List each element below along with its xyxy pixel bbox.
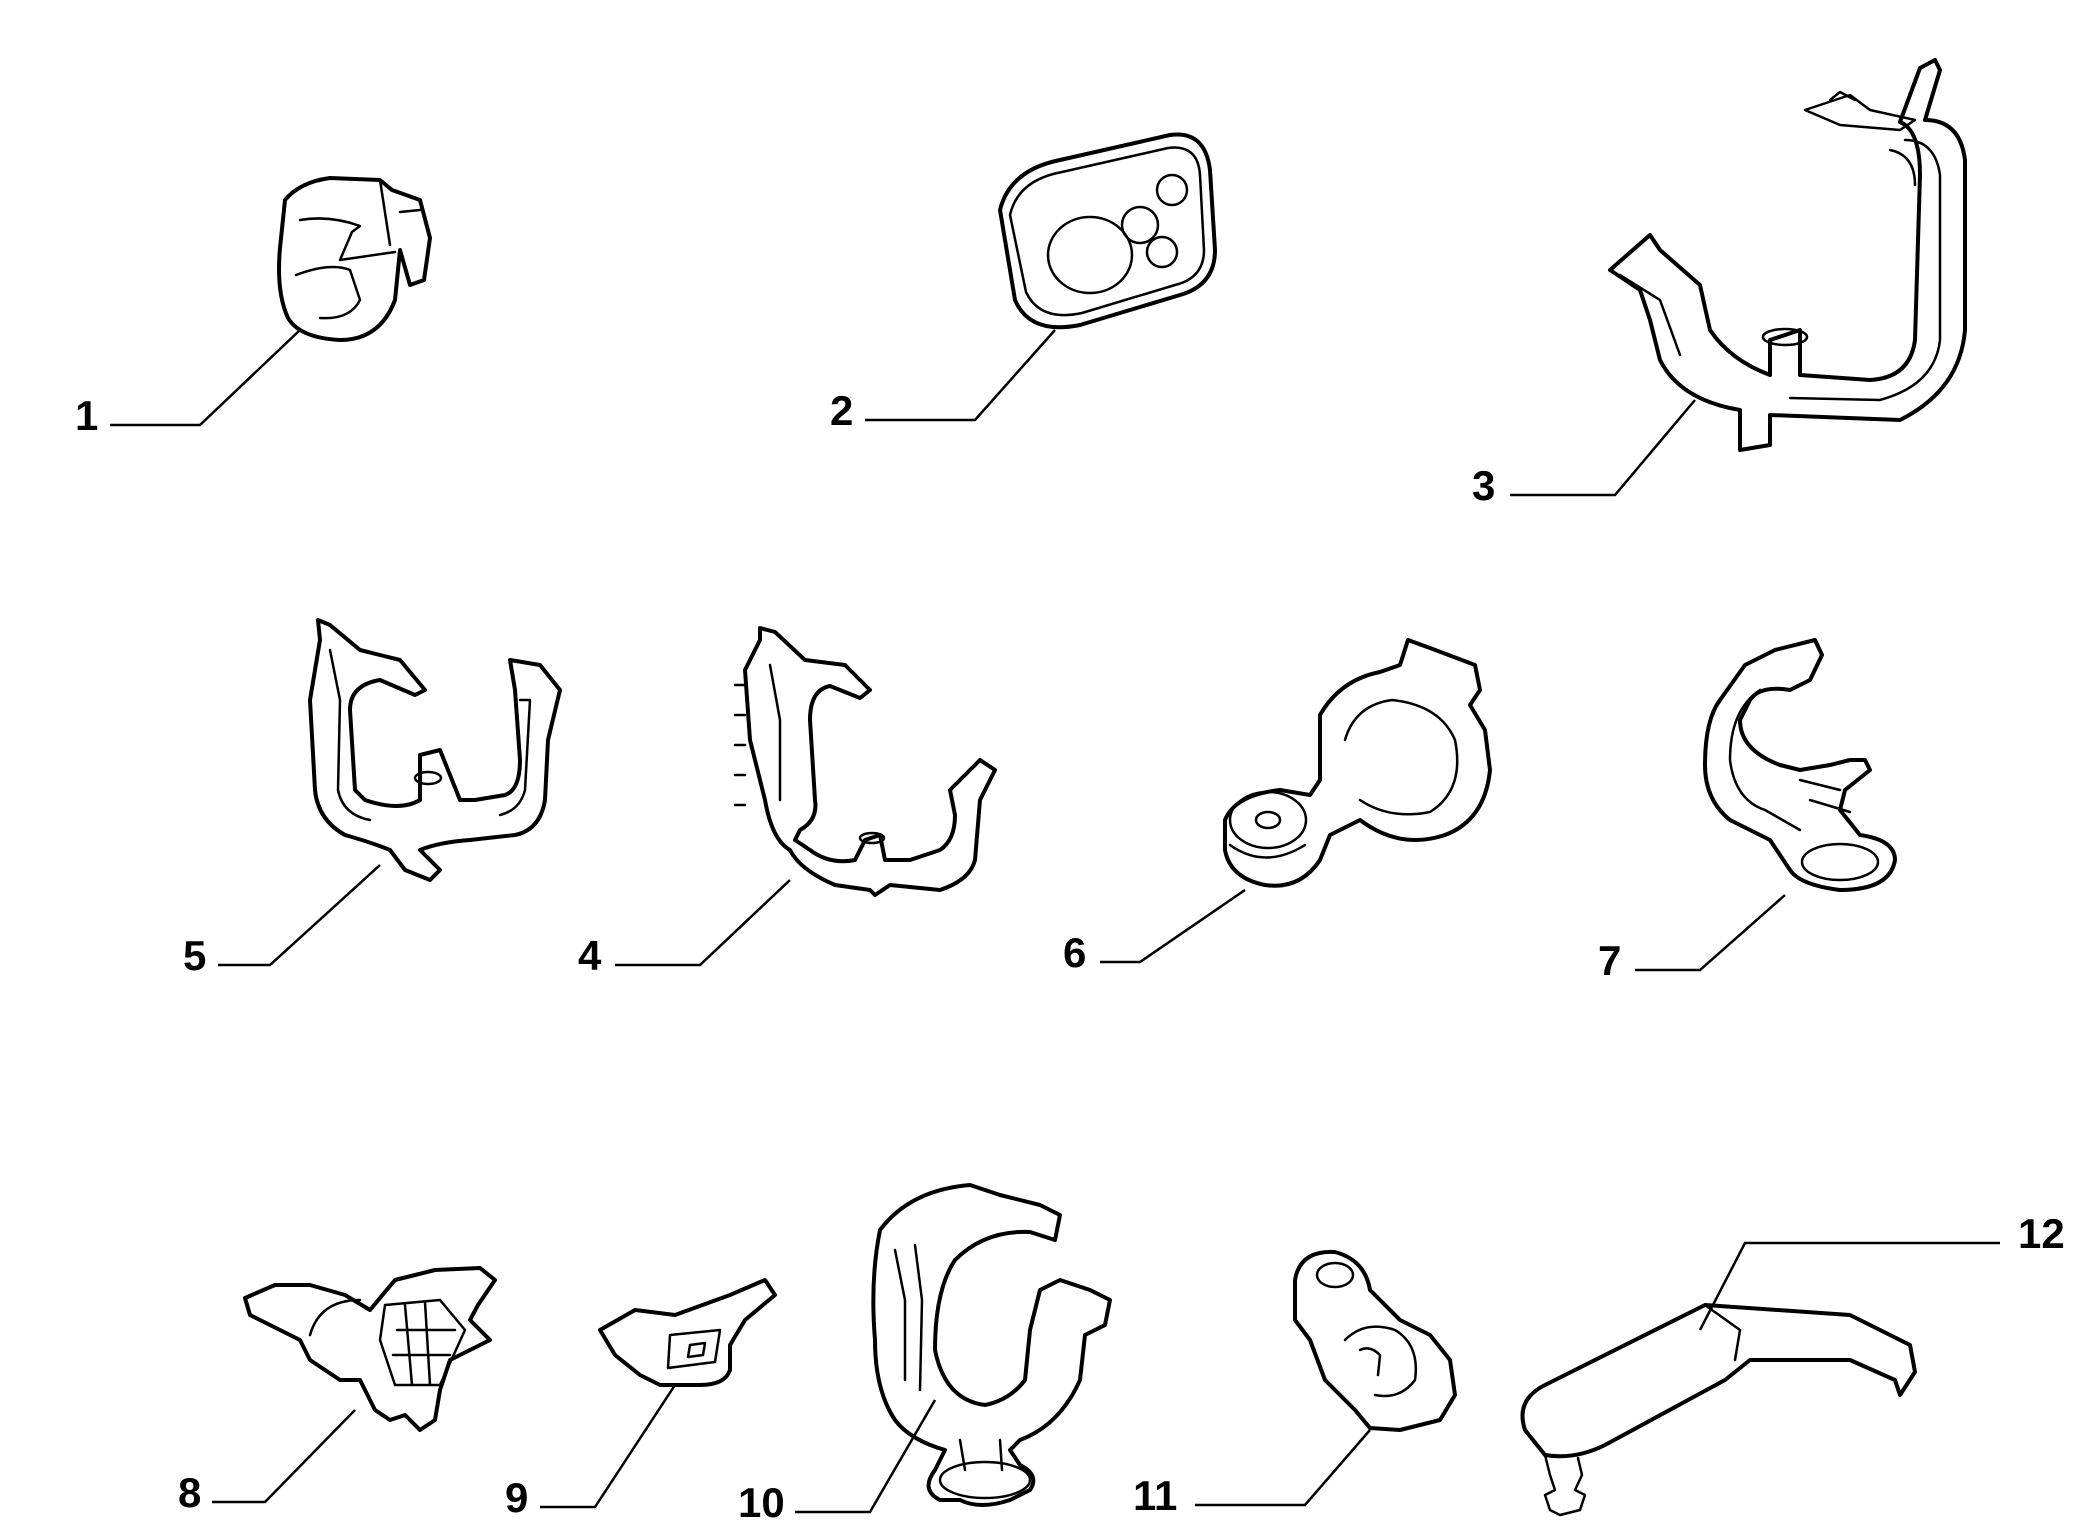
part-1-cable-clip [277, 176, 432, 342]
leader-line-1 [110, 329, 301, 427]
leader-line-12 [1698, 1241, 2000, 1331]
part-8-grid-clip [243, 1266, 497, 1432]
leader-line-5 [218, 864, 381, 967]
leader-line-9 [540, 1384, 677, 1509]
part-5-u-holder [308, 618, 562, 882]
callout-number-8: 8 [178, 1469, 201, 1516]
callout-number-2: 2 [830, 387, 853, 434]
part-4-ribbed-holder [733, 626, 997, 897]
callout-number-3: 3 [1472, 462, 1495, 509]
callout-5: 5 [183, 864, 381, 979]
leader-line-3 [1510, 399, 1696, 497]
callout-number-11: 11 [1133, 1472, 1177, 1519]
leader-line-6 [1100, 888, 1246, 964]
callout-2: 2 [830, 329, 1056, 434]
part-9-rect-clip [598, 1278, 777, 1387]
leader-line-7 [1635, 894, 1786, 972]
part-11-lobed-clip [1293, 1249, 1457, 1432]
callout-12: 12 [1698, 1210, 2065, 1331]
callout-number-12: 12 [2018, 1210, 2065, 1257]
callout-number-6: 6 [1063, 929, 1086, 976]
callout-4: 4 [578, 879, 791, 979]
part-2-grommet-plate [998, 132, 1217, 330]
callout-number-7: 7 [1598, 937, 1621, 984]
callout-number-10: 10 [738, 1479, 785, 1525]
callout-number-4: 4 [578, 932, 602, 979]
leader-line-2 [865, 329, 1056, 422]
leader-line-4 [615, 879, 791, 967]
part-6-ring-clip [1223, 638, 1492, 888]
leader-line-11 [1195, 1429, 1371, 1507]
callout-6: 6 [1063, 888, 1246, 976]
callout-7: 7 [1598, 894, 1786, 984]
callout-11: 11 [1133, 1429, 1371, 1519]
callout-3: 3 [1472, 399, 1696, 509]
leader-line-10 [795, 1399, 937, 1514]
callout-1: 1 [75, 329, 301, 439]
callout-number-9: 9 [505, 1474, 528, 1521]
callout-10: 10 [738, 1399, 937, 1525]
callout-8: 8 [178, 1409, 356, 1516]
part-12-lever-stud [1520, 1303, 1917, 1517]
callout-9: 9 [505, 1384, 677, 1521]
part-10-c-clamp [871, 1183, 1112, 1507]
leader-line-8 [212, 1409, 356, 1504]
callout-number-5: 5 [183, 932, 206, 979]
part-3-bracket-clip [1608, 58, 1967, 452]
callout-number-1: 1 [75, 392, 98, 439]
part-7-bent-clip [1703, 638, 1897, 892]
